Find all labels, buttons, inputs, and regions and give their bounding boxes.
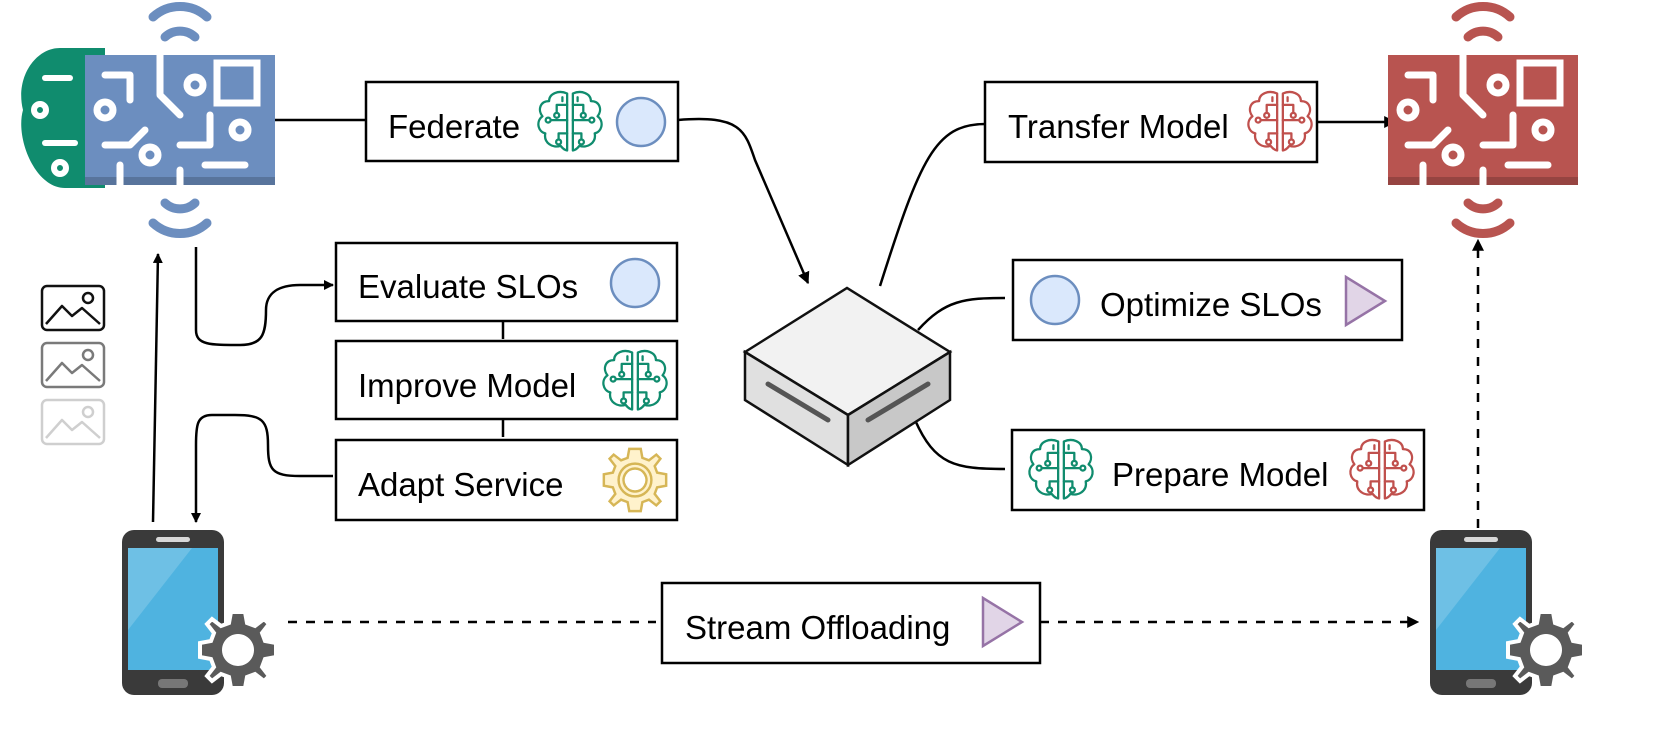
prepare-model-box: Prepare Model — [1010, 428, 1426, 512]
play-icon — [981, 595, 1025, 649]
adapt-service-label: Adapt Service — [358, 466, 563, 503]
image-frames-icon — [40, 284, 106, 446]
adapt-service-box: Adapt Service — [334, 438, 679, 522]
target-ai-chip-icon — [1388, 7, 1578, 234]
connector-server-prepare — [913, 419, 1006, 471]
circle-icon — [1029, 274, 1081, 326]
improve-model-label: Improve Model — [358, 367, 576, 404]
evaluate-slos-box: Evaluate SLOs — [334, 241, 679, 323]
transfer-model-box: Transfer Model — [983, 80, 1319, 164]
connector-chip-evaluate — [194, 247, 334, 347]
connector-adapt-phone — [191, 413, 333, 523]
gear-icon — [602, 447, 668, 513]
evaluate-slos-label: Evaluate SLOs — [358, 268, 578, 305]
stream-offloading-label: Stream Offloading — [685, 609, 950, 646]
optimize-slos-box: Optimize SLOs — [1011, 258, 1404, 342]
play-icon — [1344, 274, 1388, 328]
source-ai-chip-icon — [21, 7, 275, 234]
connector-federate-server — [677, 117, 810, 285]
circle-icon — [615, 96, 667, 148]
connector-server-transfer — [878, 122, 986, 287]
right-smartphone-icon — [1430, 530, 1586, 695]
prepare-model-label: Prepare Model — [1112, 456, 1328, 493]
connector-server-optimize — [917, 296, 1006, 331]
circle-icon — [609, 257, 661, 309]
federate-box: Federate — [364, 80, 680, 163]
improve-model-box: Improve Model — [334, 339, 679, 421]
federate-label: Federate — [388, 108, 520, 145]
connector-phone-chip — [151, 253, 163, 523]
optimize-slos-label: Optimize SLOs — [1100, 286, 1322, 323]
server-box-icon — [742, 286, 953, 468]
left-smartphone-icon — [122, 530, 278, 695]
transfer-model-label: Transfer Model — [1008, 108, 1229, 145]
stream-offloading-box: Stream Offloading — [660, 581, 1042, 665]
